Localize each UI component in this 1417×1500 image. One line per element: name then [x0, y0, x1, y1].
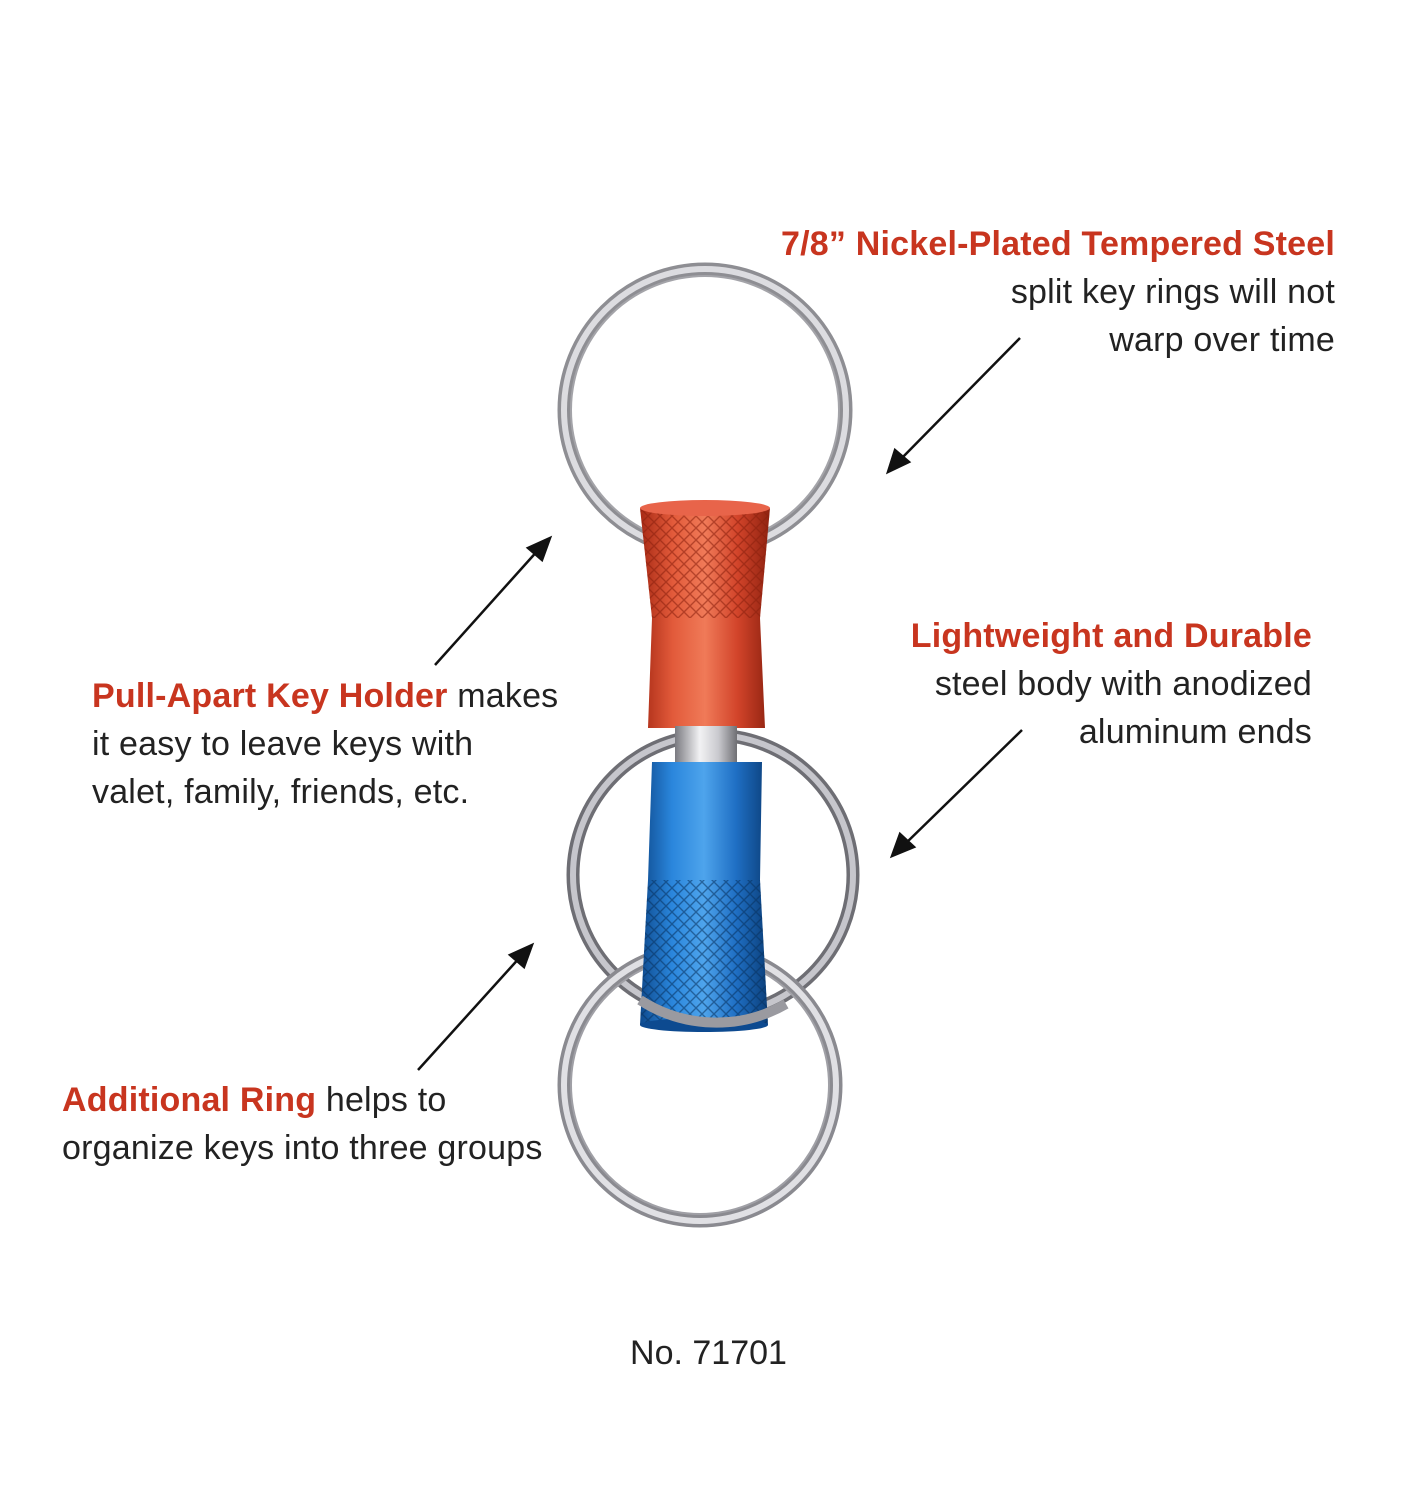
model-number: No. 71701 — [630, 1334, 787, 1372]
callout-steel-rings: 7/8” Nickel-Plated Tempered Steel split … — [695, 220, 1335, 364]
callout-durable-line1: steel body with anodized — [934, 665, 1312, 703]
callout-ring-highlight: Additional Ring — [62, 1081, 317, 1119]
callout-pull-apart-line1-rest: makes — [447, 677, 559, 715]
arrow-durable — [889, 729, 1023, 859]
callout-pull-apart-highlight: Pull-Apart Key Holder — [92, 677, 448, 715]
callout-steel-line1: split key rings will not — [1010, 273, 1335, 311]
callout-durable-highlight: Lightweight and Durable — [910, 617, 1312, 655]
arrow-pull-apart — [434, 535, 553, 666]
callout-durable-line2: aluminum ends — [1078, 713, 1312, 751]
steel-connector — [675, 726, 737, 764]
callout-additional-ring: Additional Ring helps to organize keys i… — [62, 1076, 582, 1172]
callout-lightweight-durable: Lightweight and Durable steel body with … — [752, 612, 1312, 756]
red-anodized-end — [640, 500, 770, 728]
callout-pull-apart-line3: valet, family, friends, etc. — [92, 773, 470, 811]
arrow-steel — [885, 337, 1021, 475]
callout-pull-apart: Pull-Apart Key Holder makes it easy to l… — [92, 672, 562, 816]
callout-ring-line1-rest: helps to — [316, 1081, 447, 1119]
callout-steel-highlight: 7/8” Nickel-Plated Tempered Steel — [781, 225, 1335, 263]
arrow-additional-ring — [417, 942, 535, 1071]
callout-pull-apart-line2: it easy to leave keys with — [92, 725, 474, 763]
callout-steel-line2: warp over time — [1109, 321, 1335, 359]
middle-ring-front-arc — [637, 995, 789, 1028]
callout-ring-line2: organize keys into three groups — [62, 1129, 543, 1167]
blue-anodized-end — [640, 762, 768, 1032]
